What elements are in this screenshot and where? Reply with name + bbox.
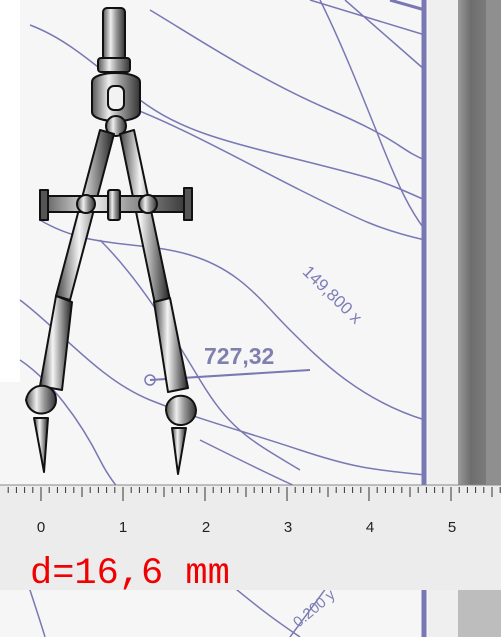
compass-screw-wheel bbox=[107, 189, 121, 221]
contour-line bbox=[39, 219, 426, 421]
compass-bar-end-right bbox=[183, 187, 193, 221]
contour-lines bbox=[19, 0, 426, 637]
contour-line bbox=[149, 9, 426, 161]
contour-line bbox=[99, 239, 301, 471]
frame-right-edge bbox=[486, 0, 501, 637]
compass-left-needle bbox=[33, 417, 49, 473]
compass-left-leg-upper bbox=[55, 129, 115, 301]
ruler-number: 0 bbox=[36, 519, 46, 536]
compass-head-slot bbox=[107, 85, 125, 111]
plot-border-top bbox=[389, 0, 426, 12]
ruler[interactable] bbox=[0, 484, 501, 590]
ruler-ticks bbox=[7, 487, 501, 501]
contour-line bbox=[19, 299, 426, 476]
compass-handle bbox=[102, 7, 126, 61]
measurement-value-label: 727,32 bbox=[204, 343, 275, 369]
contour-line bbox=[309, 0, 426, 36]
contour-line bbox=[344, 0, 426, 71]
compass-screw-left bbox=[76, 194, 96, 214]
ruler-number: 2 bbox=[201, 519, 211, 536]
ruler-number: 4 bbox=[365, 519, 375, 536]
inset-panel bbox=[0, 0, 20, 382]
contour-line bbox=[109, 99, 426, 241]
compass-left-knuckle bbox=[25, 384, 57, 415]
frame-bottom-corner bbox=[458, 590, 501, 637]
contour-line bbox=[29, 24, 426, 201]
compass-bar-end-left bbox=[39, 189, 49, 221]
ruler-body bbox=[0, 485, 501, 590]
compass-hinge bbox=[105, 115, 127, 137]
compass-screw-right bbox=[138, 194, 158, 214]
compass-left-leg-lower bbox=[39, 295, 73, 391]
compass-icon[interactable] bbox=[25, 7, 197, 475]
compass-right-knuckle bbox=[165, 394, 197, 426]
distance-readout: d=16,6 mm bbox=[30, 553, 230, 595]
compass-right-pencil bbox=[171, 427, 187, 475]
ruler-number: 1 bbox=[118, 519, 128, 536]
ruler-number: 5 bbox=[447, 519, 457, 536]
ruler-number: 3 bbox=[283, 519, 293, 536]
contour-line bbox=[319, 0, 426, 231]
compass-right-leg-lower bbox=[153, 297, 189, 393]
compass-grip bbox=[97, 57, 131, 73]
leader-point bbox=[144, 374, 156, 386]
